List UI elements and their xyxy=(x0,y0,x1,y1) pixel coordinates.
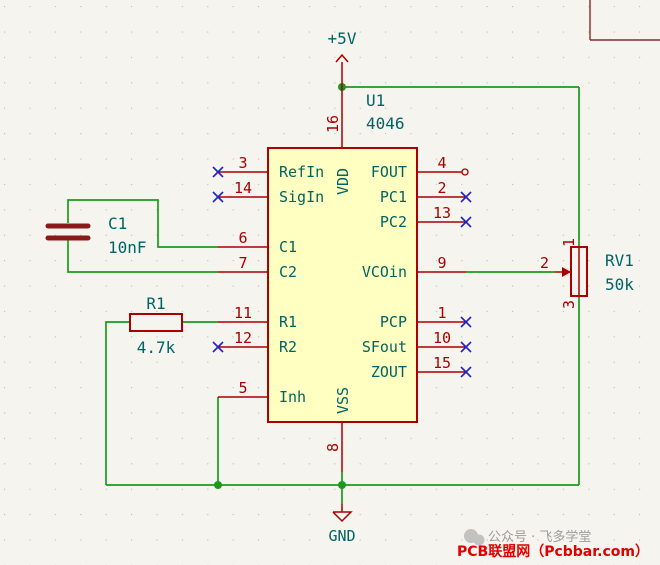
wire-c1-bottom xyxy=(67,239,218,273)
no-connect-icon xyxy=(212,166,224,178)
r1-resistor[interactable]: R1 4.7k xyxy=(129,294,183,357)
pin-name-sigin: SigIn xyxy=(279,188,324,206)
sheet-frame xyxy=(589,0,660,41)
u1-4046[interactable]: U1 4046 RefIn SigIn C1 C2 R1 R2 Inh 3 14… xyxy=(218,87,469,472)
watermark-site: PCB联盟网（Pcbbar.com） xyxy=(457,544,649,560)
pin-name-refin: RefIn xyxy=(279,163,324,181)
r1-ref: R1 xyxy=(146,294,165,313)
pin-num-16: 16 xyxy=(324,115,342,133)
pin-num-14: 14 xyxy=(234,179,252,197)
junction-inh xyxy=(214,481,222,489)
pin-num-10: 10 xyxy=(433,329,451,347)
pin-num-1: 1 xyxy=(437,304,446,322)
no-connect-icon xyxy=(212,191,224,203)
pin-num-2: 2 xyxy=(437,179,446,197)
pin-num-8: 8 xyxy=(324,443,342,452)
no-connect-icon xyxy=(460,316,472,328)
pin-name-pc1: PC1 xyxy=(380,188,407,206)
pin-num-4: 4 xyxy=(437,154,446,172)
pin-num-3: 3 xyxy=(238,154,247,172)
pin-name-c2: C2 xyxy=(279,263,297,281)
wire-r1-left xyxy=(105,321,130,485)
u1-ref: U1 xyxy=(366,91,385,110)
r1-value: 4.7k xyxy=(137,338,176,357)
junctions xyxy=(214,83,346,489)
no-connect-icon xyxy=(212,341,224,353)
c1-capacitor[interactable]: C1 10nF xyxy=(45,214,147,257)
pin-num-13: 13 xyxy=(433,204,451,222)
gnd-symbol[interactable]: GND xyxy=(328,504,356,545)
no-connect-icon xyxy=(460,341,472,353)
pin-num-7: 7 xyxy=(238,254,247,272)
watermark-wechat: 公众号 · 飞多学堂 xyxy=(488,529,591,545)
watermark: 公众号 · 飞多学堂 PCB联盟网（Pcbbar.com） xyxy=(457,529,649,560)
pin-name-fout: FOUT xyxy=(371,163,407,181)
rv1-pin-1: 1 xyxy=(560,238,578,247)
pin-name-vss: VSS xyxy=(334,387,352,414)
pin-num-12: 12 xyxy=(234,329,252,347)
rv1-pin-3: 3 xyxy=(560,300,578,309)
c1-ref: C1 xyxy=(108,214,127,233)
u1-body xyxy=(267,147,418,423)
u1-value: 4046 xyxy=(366,114,405,133)
pin-name-zout: ZOUT xyxy=(371,363,407,381)
vcc-symbol[interactable]: +5V xyxy=(328,29,357,87)
pin-num-5: 5 xyxy=(238,379,247,397)
rv1-wiper-arrow-icon xyxy=(562,267,571,277)
pin-name-r1: R1 xyxy=(279,313,297,331)
no-connect-flags xyxy=(212,166,472,378)
rv1-pin-2: 2 xyxy=(540,254,549,272)
pin-name-pc2: PC2 xyxy=(380,213,407,231)
pin-name-pcp: PCP xyxy=(380,313,407,331)
pin-num-6: 6 xyxy=(238,229,247,247)
pin-num-11: 11 xyxy=(234,304,252,322)
junction-gnd xyxy=(338,481,346,489)
rv1-potentiometer[interactable]: 2 1 3 RV1 50k xyxy=(540,238,634,309)
no-connect-icon xyxy=(460,191,472,203)
rv1-body xyxy=(570,246,588,297)
pin-name-r2: R2 xyxy=(279,338,297,356)
gnd-label: GND xyxy=(328,527,355,545)
r1-body xyxy=(129,313,183,332)
wechat-icon xyxy=(464,529,485,546)
fout-open-circle xyxy=(461,168,469,176)
u1-pin-lines xyxy=(218,87,466,472)
pin-name-vdd: VDD xyxy=(334,168,352,195)
wire-c1-top xyxy=(67,199,218,248)
pin-num-15: 15 xyxy=(433,354,451,372)
pin-name-sfout: SFout xyxy=(362,338,407,356)
pin-name-vcoin: VCOin xyxy=(362,263,407,281)
vcc-label: +5V xyxy=(328,29,357,48)
no-connect-icon xyxy=(460,366,472,378)
no-connect-icon xyxy=(460,216,472,228)
pin-num-9: 9 xyxy=(437,254,446,272)
c1-value: 10nF xyxy=(108,238,147,257)
rv1-value: 50k xyxy=(605,275,634,294)
rv1-ref: RV1 xyxy=(605,251,634,270)
pin-name-inh: Inh xyxy=(279,388,306,406)
pin-name-c1: C1 xyxy=(279,238,297,256)
